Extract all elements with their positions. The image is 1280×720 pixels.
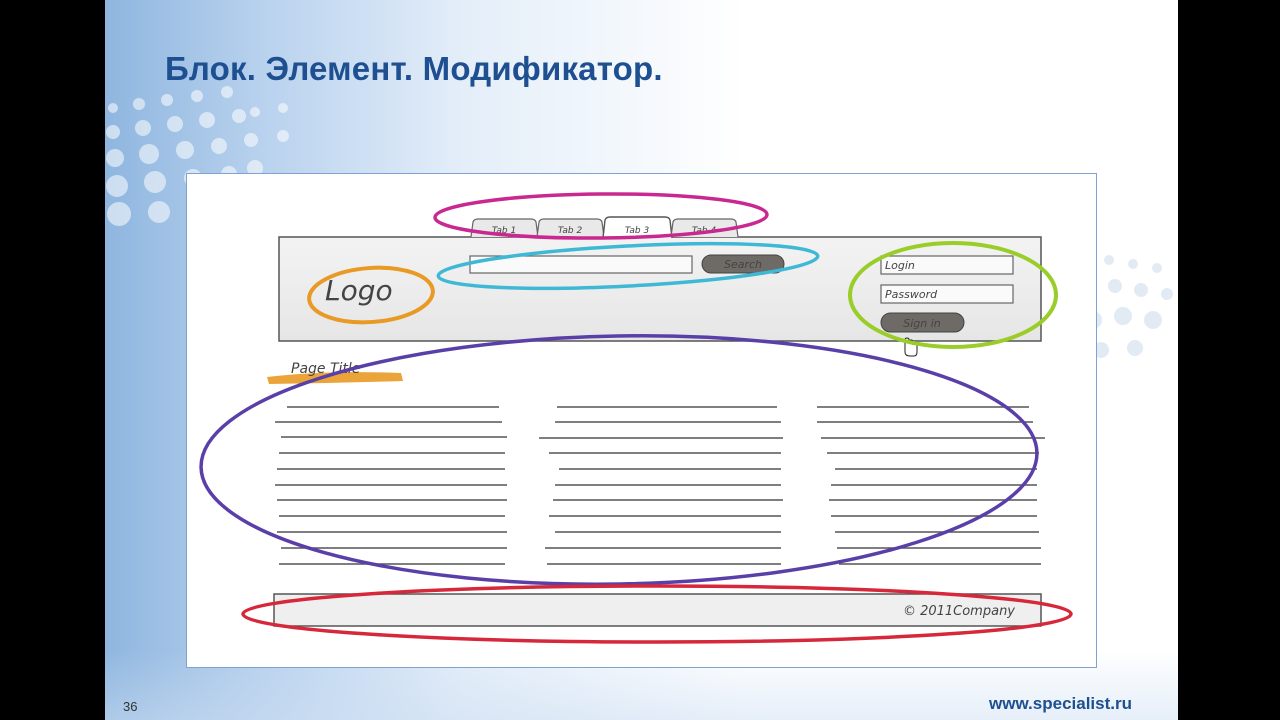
slide-title: Блок. Элемент. Модификатор. — [165, 50, 663, 87]
footer-highlight-ellipse — [241, 584, 1073, 644]
login-placeholder: Login — [885, 259, 915, 272]
page-number: 36 — [123, 699, 138, 714]
login-field[interactable] — [880, 255, 1014, 275]
search-highlight-ellipse — [436, 241, 820, 291]
tabs-highlight-ellipse — [433, 192, 769, 240]
logo-highlight-ellipse — [307, 265, 435, 325]
tab-2[interactable]: Tab 2 — [536, 218, 605, 238]
login-highlight-ellipse — [848, 241, 1058, 349]
tab-1-label: Tab 1 — [492, 226, 516, 236]
password-field[interactable] — [880, 284, 1014, 304]
tab-3[interactable]: Tab 3 — [602, 216, 673, 239]
wireframe-image: Tab 1 Tab 2 Tab 3 Tab 4 Logo Search L — [186, 173, 1097, 668]
slide: Блок. Элемент. Модификатор. Tab 1 Tab 2 — [105, 0, 1178, 720]
content-highlight-ellipse — [199, 334, 1039, 586]
content-lines — [275, 406, 1045, 565]
wireframe-sketch: Tab 1 Tab 2 Tab 3 Tab 4 Logo Search L — [199, 192, 1073, 644]
signin-button-label: Sign in — [903, 317, 941, 330]
footer-copyright: © 2011Company — [903, 604, 1015, 619]
tab-2-label: Tab 2 — [558, 226, 583, 236]
logo[interactable]: Logo — [325, 274, 393, 307]
password-placeholder: Password — [885, 288, 938, 301]
tab-3-label: Tab 3 — [625, 226, 650, 236]
search-button-label: Search — [724, 258, 762, 271]
footer-box — [273, 593, 1042, 627]
search-button[interactable] — [701, 254, 785, 274]
site-url[interactable]: www.specialist.ru — [989, 694, 1132, 713]
signin-button[interactable] — [880, 312, 965, 333]
page-title-highlight — [267, 372, 403, 384]
